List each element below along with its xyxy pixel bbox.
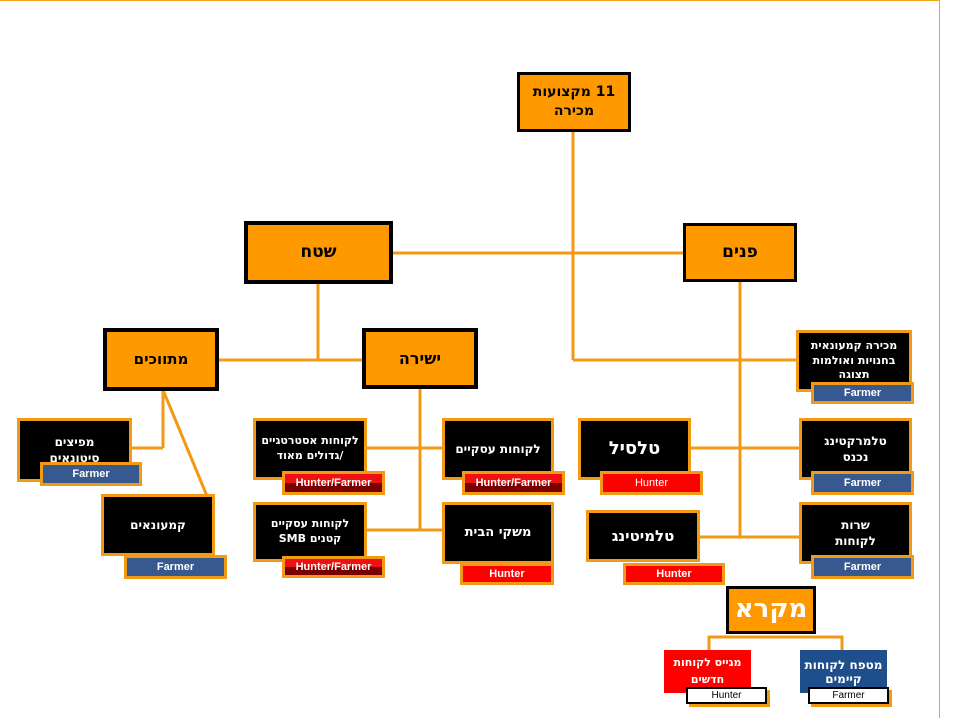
telemeeting-node: טלמיטינג	[586, 510, 700, 562]
legend-title: מקרא	[726, 586, 816, 634]
direct-node: ישירה	[362, 328, 478, 389]
households-hunter-tag: Hunter	[460, 563, 554, 585]
intermediaries-node: מתווכים	[103, 328, 219, 391]
retailers-node: קמעונאים	[101, 494, 215, 556]
telemeeting-hunter-tag: Hunter	[623, 563, 725, 585]
connector	[707, 635, 844, 650]
business-hunter-farmer-tag: Hunter/Farmer	[462, 471, 565, 495]
inside-node: פנים	[683, 223, 797, 282]
smb-hunter-farmer-tag: Hunter/Farmer	[282, 556, 385, 578]
telesales-node: טלסיל	[578, 418, 691, 480]
strategic-customers-node: לקוחות אסטרטגיים /גדולים מאוד	[253, 418, 367, 480]
telemarketing-farmer-tag: Farmer	[811, 471, 914, 495]
legend-hunter-tag: Hunter	[686, 687, 767, 704]
smb-customers-node: לקוחות עסקיים קטנים SMB	[253, 502, 367, 562]
customer-service-farmer-tag: Farmer	[811, 555, 914, 579]
root-node: 11 מקצועות מכירה	[517, 72, 631, 132]
retail-stores-farmer-tag: Farmer	[811, 382, 914, 404]
legend-farmer-tag: Farmer	[808, 687, 889, 704]
legend-hunter-box: מגייס לקוחות חדשים	[664, 650, 751, 693]
slide-frame	[0, 0, 940, 718]
distributors-farmer-tag: Farmer	[40, 462, 142, 486]
households-node: משקי הבית	[442, 502, 554, 564]
field-node: שטח	[244, 221, 393, 284]
connector	[161, 389, 209, 497]
strategic-hunter-farmer-tag: Hunter/Farmer	[282, 471, 385, 495]
legend-farmer-box: מטפח לקוחות קיימים	[800, 650, 887, 693]
telesales-hunter-tag: Hunter	[600, 471, 703, 495]
retailers-farmer-tag: Farmer	[124, 555, 227, 579]
